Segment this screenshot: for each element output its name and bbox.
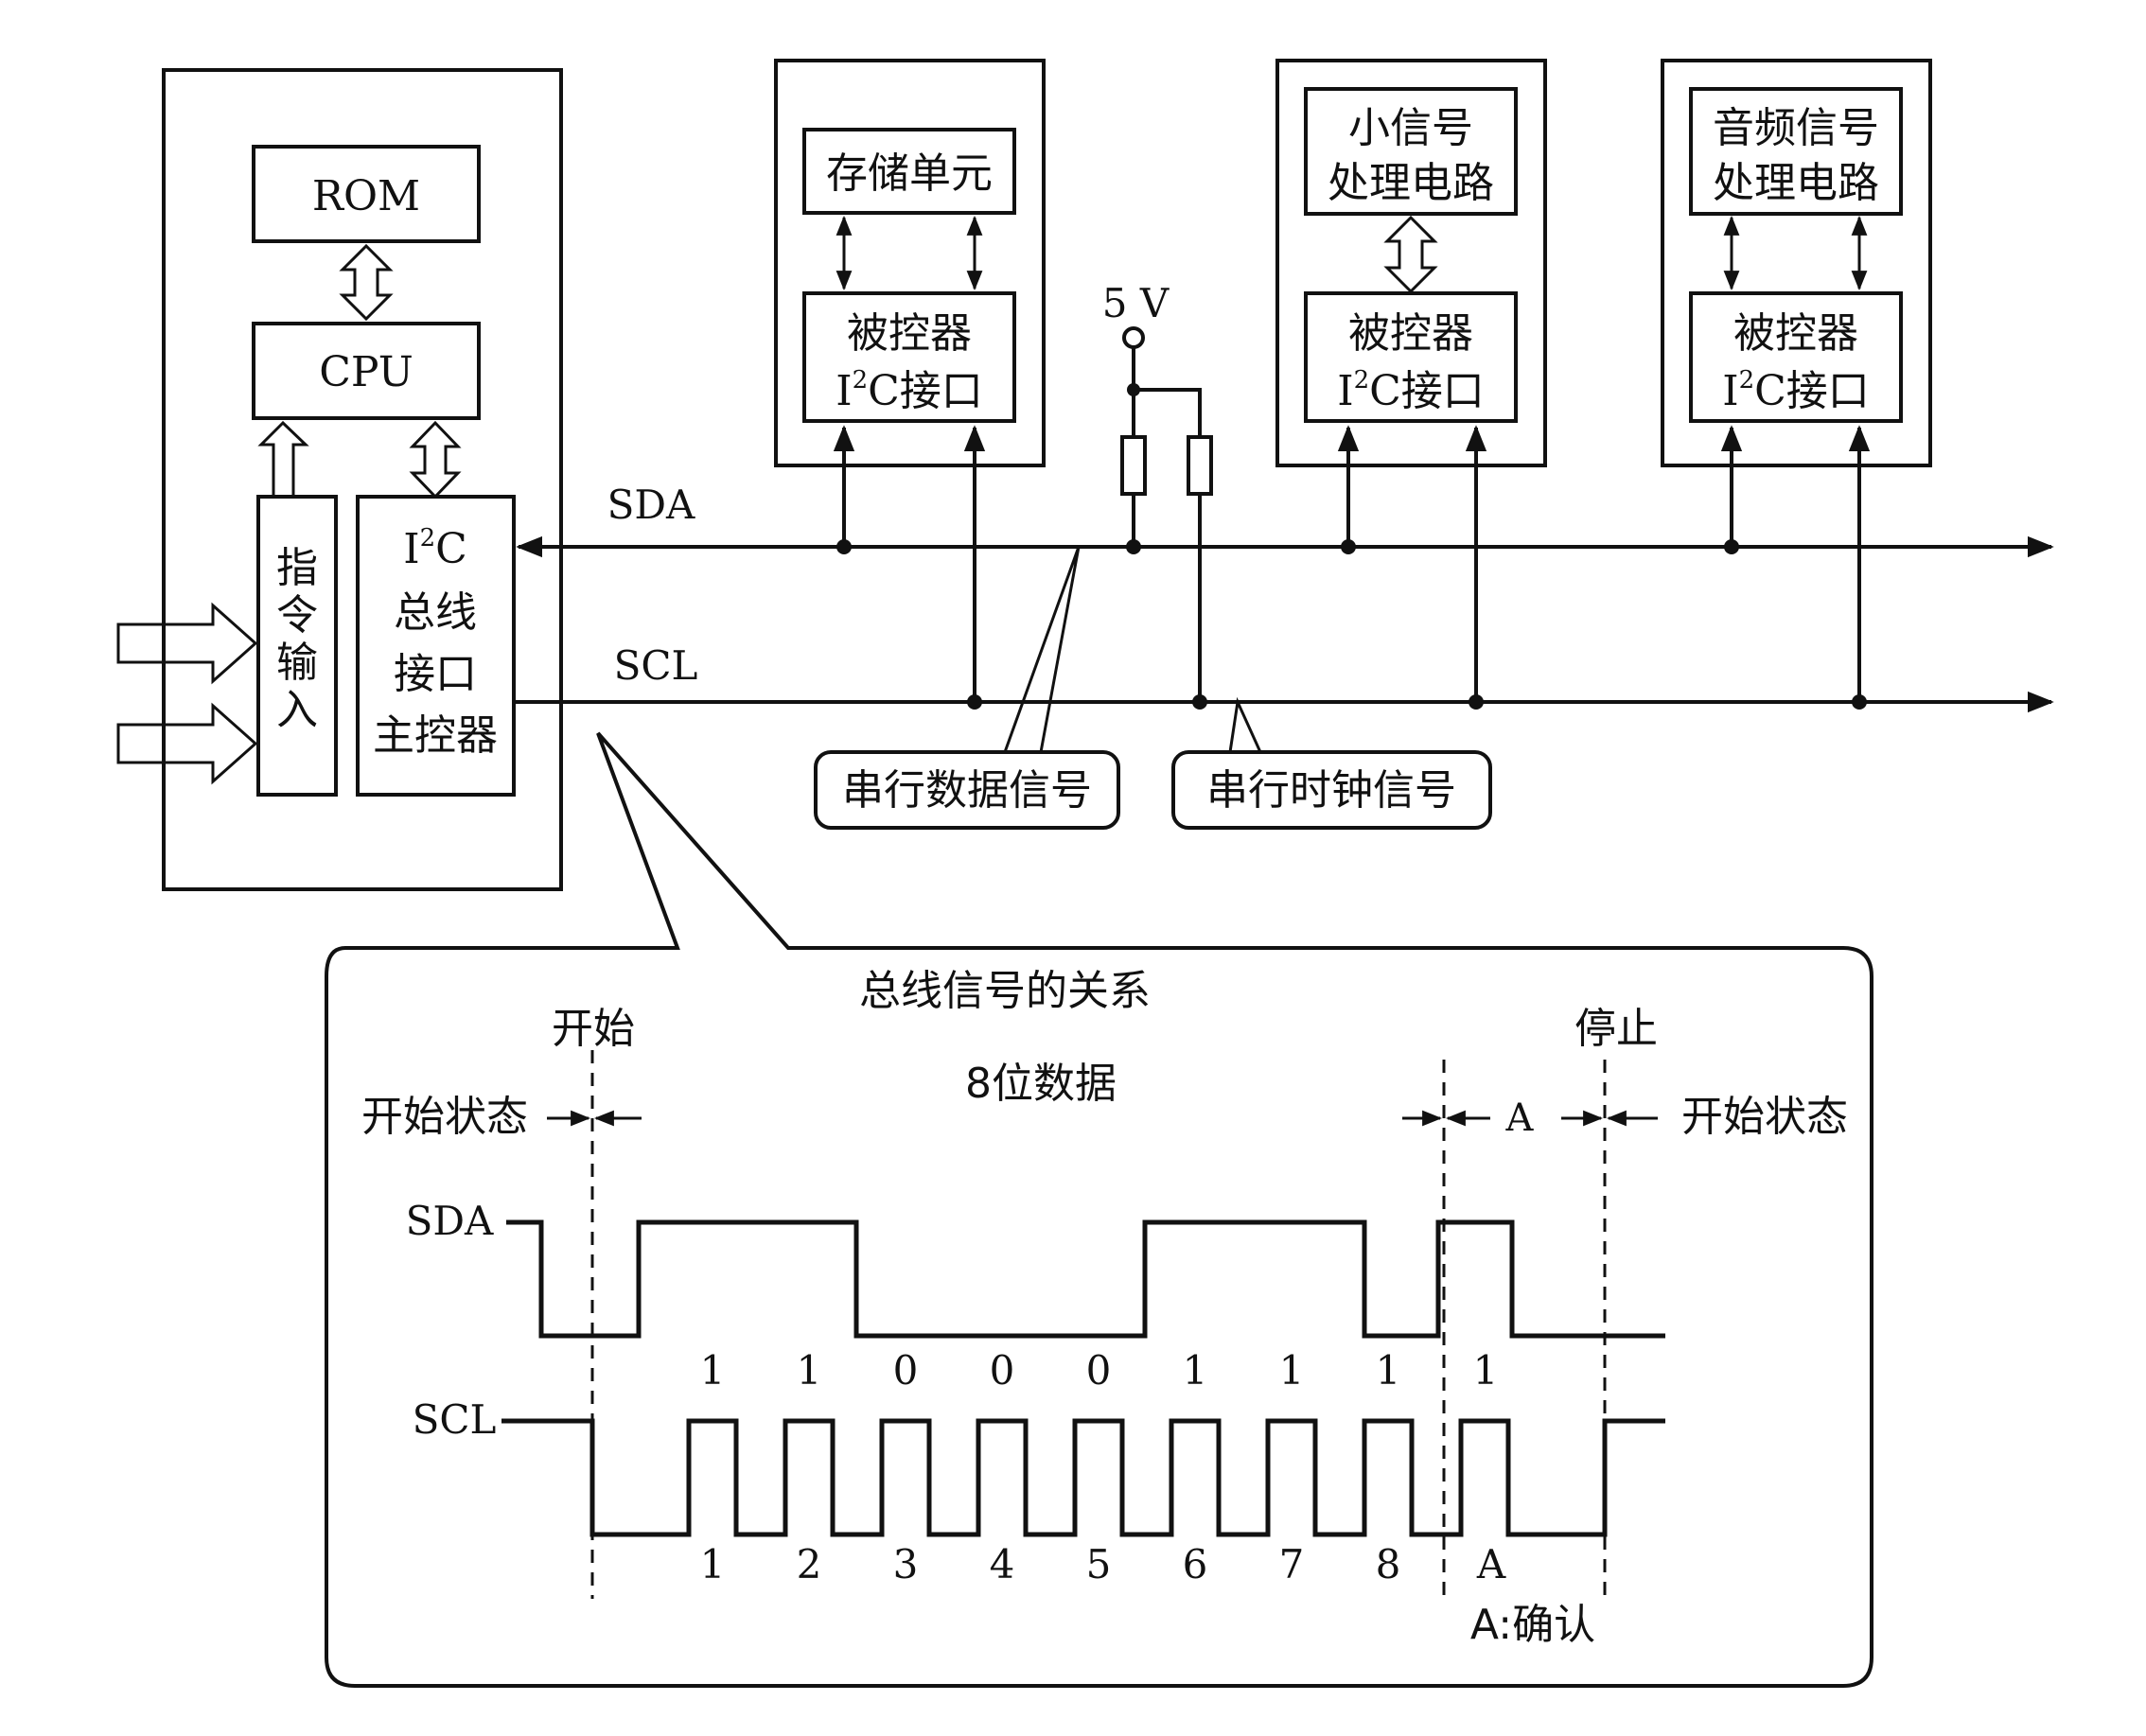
serial-clock-pointer xyxy=(1228,696,1262,753)
serial-clock-label: 串行时钟信号 xyxy=(1206,766,1456,815)
serial-clock-callout xyxy=(1171,750,1492,830)
external-input-arrow-1 xyxy=(116,602,258,685)
memory-unit-block xyxy=(802,128,1016,215)
small-signal-line-1: 小信号 xyxy=(1348,104,1473,152)
slave-interface-label: I2C接口 xyxy=(836,366,983,415)
small-signal-line-2: 处理电路 xyxy=(1328,159,1494,207)
supply-terminal xyxy=(1122,326,1145,349)
scl-pulse-label: 1 xyxy=(700,1541,726,1587)
device-memory: 存储单元 被控器 I2C接口 xyxy=(774,59,1046,710)
scl-pullup-wire xyxy=(1134,388,1202,702)
scl-pulse-label: 3 xyxy=(893,1541,919,1587)
sda-bit-value: 1 xyxy=(1473,1347,1499,1394)
sda-waveform xyxy=(506,1219,1665,1339)
memory-unit-label: 存储单元 xyxy=(826,149,993,198)
junction-dot xyxy=(1724,539,1739,554)
instruction-input-block xyxy=(256,495,338,797)
instruction-char-2: 令 xyxy=(276,591,318,640)
start-label: 开始 xyxy=(552,1005,635,1053)
slave-interface-title: 被控器 xyxy=(847,309,972,358)
supply-voltage-label: 5 V xyxy=(1102,280,1170,326)
scl-pulse-label: 6 xyxy=(1183,1541,1208,1587)
scl-pulse-label: A xyxy=(1476,1541,1506,1587)
ack-legend: A:确认 xyxy=(1470,1601,1595,1649)
master-controller: ROM CPU 指 令 输 入 I2C 总线 接口 主控器 xyxy=(116,68,563,891)
slave-interface-label: I2C接口 xyxy=(1722,366,1870,415)
audio-signal-block xyxy=(1689,87,1903,216)
sda-bit-value: 1 xyxy=(797,1347,822,1394)
i2c-master-block xyxy=(356,495,516,797)
junction-dot xyxy=(1192,694,1207,710)
instruction-char-1: 指 xyxy=(276,544,318,592)
junction-dot xyxy=(1126,539,1141,554)
junction-dot xyxy=(1852,694,1867,710)
sda-bit-value: 1 xyxy=(1279,1347,1305,1394)
start-state-right-label: 开始状态 xyxy=(1681,1093,1848,1141)
scl-pullup-resistor xyxy=(1187,435,1213,496)
cpu-block xyxy=(252,322,481,420)
scl-pulse-label: 4 xyxy=(990,1541,1015,1587)
junction-dot xyxy=(1127,383,1140,396)
i2c-master-title: I2C xyxy=(403,524,467,573)
timing-sda-label: SDA xyxy=(406,1198,494,1244)
bus-lines: SDA SCL xyxy=(514,482,2054,713)
i2c-master-line-3: 主控器 xyxy=(373,711,498,760)
sda-bit-values: 1 1 0 0 0 1 1 1 1 xyxy=(700,1347,1499,1394)
timing-title: 总线信号的关系 xyxy=(859,967,1151,1015)
device-small-signal: 小信号 处理电路 被控器 I2C接口 xyxy=(1275,59,1547,710)
scl-pulse-label: 5 xyxy=(1086,1541,1112,1587)
sda-bit-value: 0 xyxy=(1086,1347,1112,1394)
junction-dot xyxy=(967,694,982,710)
slave-interface-title: 被控器 xyxy=(1733,309,1858,358)
instruction-char-3: 输 xyxy=(276,639,318,687)
cpu-label: CPU xyxy=(319,348,413,396)
i2c-master-line-1: 总线 xyxy=(394,588,477,637)
sda-bit-value: 1 xyxy=(700,1347,726,1394)
timing-callout-frame xyxy=(325,731,1873,1688)
data-bits-label: 8位数据 xyxy=(965,1060,1117,1108)
slave-interface-block xyxy=(802,291,1016,423)
serial-data-callout xyxy=(814,750,1120,830)
serial-data-label: 串行数据信号 xyxy=(842,766,1092,815)
audio-signal-line-2: 处理电路 xyxy=(1713,159,1879,207)
scl-bus-label: SCL xyxy=(614,642,698,689)
junction-dot xyxy=(1341,539,1356,554)
rom-block xyxy=(252,145,481,243)
scl-pulse-label: 2 xyxy=(797,1541,822,1587)
sda-pullup-resistor xyxy=(1120,435,1147,496)
external-input-arrow-2 xyxy=(116,702,258,785)
junction-dot xyxy=(836,539,852,554)
sda-bit-value: 1 xyxy=(1183,1347,1208,1394)
rom-cpu-arrow xyxy=(339,243,394,322)
scl-pulse-label: 7 xyxy=(1279,1541,1305,1587)
scl-pulse-labels: 1 2 3 4 5 6 7 8 A xyxy=(700,1541,1506,1587)
start-state-label: 开始状态 xyxy=(361,1093,528,1141)
timing-panel: 总线信号的关系 开始 停止 8位数据 开始状态 开始状态 A SDA SCL 1… xyxy=(325,731,1873,1688)
slave-interface-block xyxy=(1689,291,1903,423)
slave-interface-label: I2C接口 xyxy=(1337,366,1485,415)
junction-dot xyxy=(1469,694,1484,710)
timing-scl-label: SCL xyxy=(413,1396,497,1443)
rom-label: ROM xyxy=(312,172,420,220)
sda-bus-label: SDA xyxy=(607,482,695,528)
sda-bit-value: 1 xyxy=(1376,1347,1401,1394)
slave-interface-title: 被控器 xyxy=(1348,309,1473,358)
stop-label: 停止 xyxy=(1574,1005,1658,1053)
scl-waveform xyxy=(501,1418,1665,1537)
small-signal-block xyxy=(1304,87,1518,216)
audio-signal-line-1: 音频信号 xyxy=(1713,104,1879,152)
serial-data-pointer xyxy=(1003,546,1081,753)
pull-up-network: 5 V xyxy=(1102,280,1213,710)
sda-bit-value: 0 xyxy=(893,1347,919,1394)
instruction-char-4: 入 xyxy=(276,686,318,734)
scl-pulse-label: 8 xyxy=(1376,1541,1401,1587)
sda-bit-value: 0 xyxy=(990,1347,1015,1394)
ack-mark-label: A xyxy=(1505,1096,1535,1140)
device-audio-signal: 音频信号 处理电路 被控器 I2C接口 xyxy=(1661,59,1932,710)
i2c-master-line-2: 接口 xyxy=(394,650,477,698)
callouts: 串行数据信号 串行时钟信号 xyxy=(814,546,1492,830)
slave-interface-block xyxy=(1304,291,1518,423)
